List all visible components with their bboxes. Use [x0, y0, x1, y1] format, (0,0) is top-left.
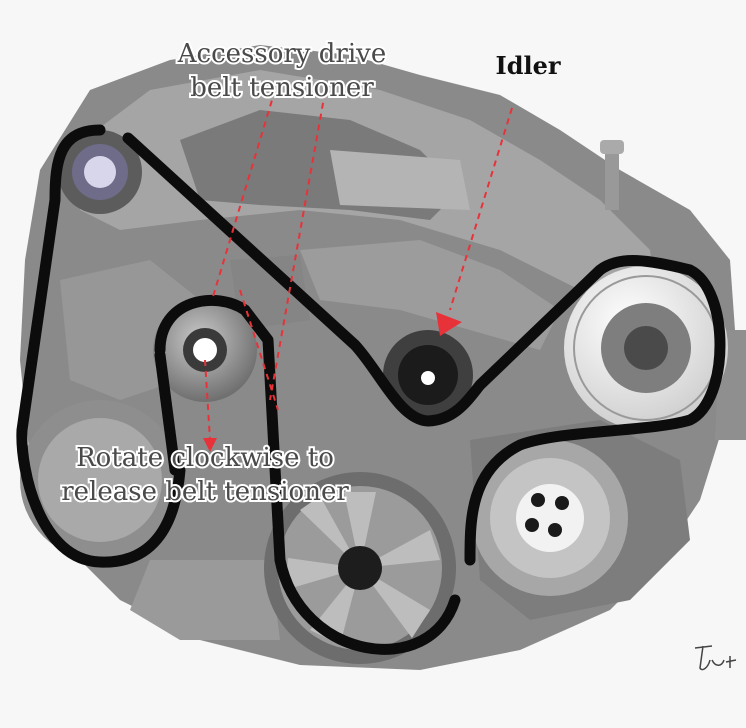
water-pump-bolt-1 [531, 493, 545, 507]
dipstick-handle [600, 140, 624, 154]
idler-bolt [421, 371, 435, 385]
rotate-label-line2: release belt tensioner [61, 477, 349, 507]
crankshaft-hub [338, 546, 382, 590]
rotate-label-line1: Rotate clockwise to [76, 443, 334, 473]
dipstick [605, 150, 619, 210]
tensioner-bolt [193, 338, 217, 362]
tensioner-label-line1: Accessory drive [177, 39, 386, 69]
alternator-center [624, 326, 668, 370]
power-steering-center [84, 156, 116, 188]
idler-label: Idler [495, 51, 560, 80]
water-pump-bolt-4 [525, 518, 539, 532]
water-pump-hub [516, 484, 584, 552]
water-pump-bolt-2 [555, 496, 569, 510]
water-pump-bolt-3 [548, 523, 562, 537]
tensioner-label-line2: belt tensioner [190, 73, 374, 103]
